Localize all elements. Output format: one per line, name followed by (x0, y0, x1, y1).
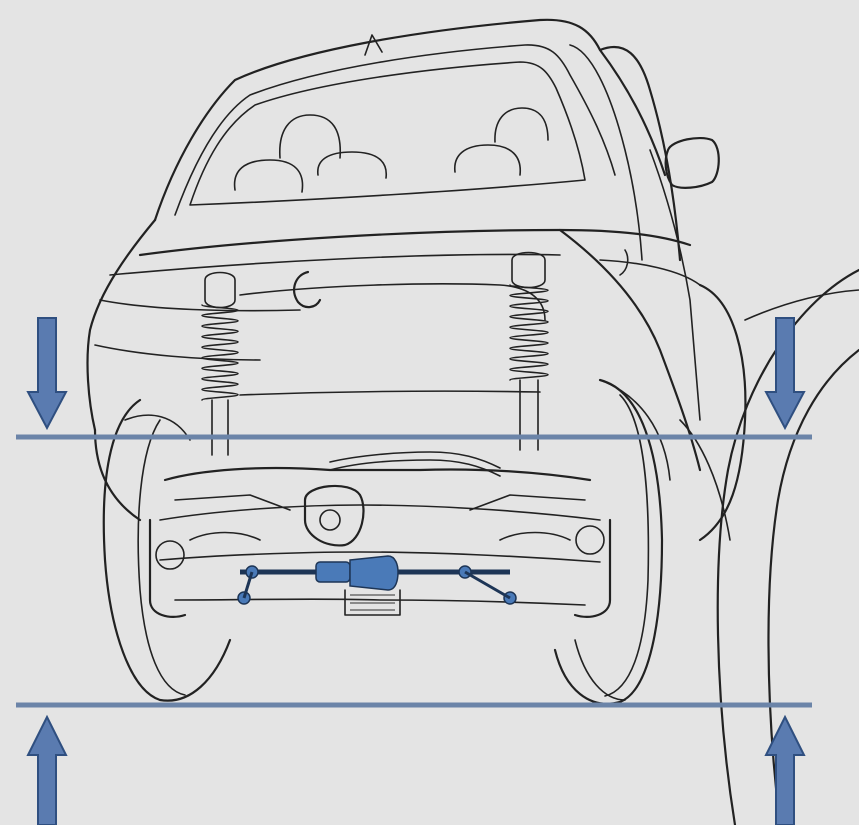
rear-axle-assembly (148, 451, 612, 618)
foreground-tire-arc (716, 268, 859, 825)
arrow-up-icon (764, 714, 806, 825)
arrow-down-icon (764, 317, 806, 431)
steering-rack (237, 555, 517, 605)
arrow-down-icon (26, 317, 68, 431)
arrow-up-icon (26, 714, 68, 825)
car-body (86, 18, 747, 542)
left-rear-wheel (102, 398, 232, 702)
right-rear-wheel (553, 378, 664, 705)
left-coil-spring (201, 271, 239, 456)
